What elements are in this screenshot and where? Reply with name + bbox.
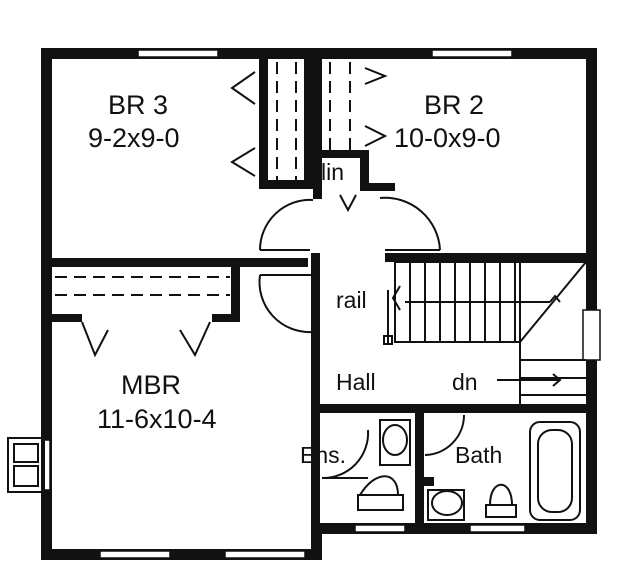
down-label: dn	[452, 369, 478, 395]
door-swings	[258, 196, 465, 480]
interior-walls	[52, 59, 597, 558]
ensuite-label: Ens.	[300, 442, 346, 468]
room-labels: BR 3 9-2x9-0 BR 2 10-0x9-0 MBR 11-6x10-4…	[88, 90, 502, 468]
closet-doors	[81, 67, 388, 358]
staircase	[383, 261, 587, 404]
linen-label: lin	[321, 159, 344, 185]
bath-label: Bath	[455, 442, 502, 468]
br2-name: BR 2	[424, 90, 484, 120]
mbr-dims: 11-6x10-4	[97, 404, 217, 434]
rail-label: rail	[336, 287, 367, 313]
br3-name: BR 3	[108, 90, 168, 120]
windows	[42, 49, 601, 559]
mbr-name: MBR	[121, 370, 181, 400]
hall-label: Hall	[336, 369, 376, 395]
br2-dims: 10-0x9-0	[394, 123, 501, 153]
closet-shelves	[55, 62, 351, 296]
chimney	[7, 437, 45, 493]
br3-dims: 9-2x9-0	[88, 123, 180, 153]
bath-fixtures	[357, 419, 581, 521]
